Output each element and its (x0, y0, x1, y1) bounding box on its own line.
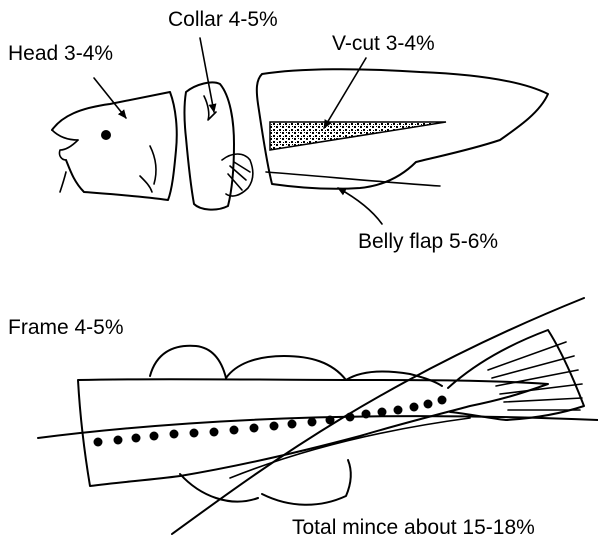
head-pointer (94, 78, 126, 118)
collar-label: Collar 4-5% (168, 8, 278, 31)
v-cut-label: V-cut 3-4% (332, 32, 435, 55)
collar-pointer (200, 38, 214, 112)
head-piece (52, 92, 177, 200)
frame-label: Frame 4-5% (8, 316, 124, 339)
collar-piece (185, 82, 253, 209)
v-cut-region (270, 122, 446, 150)
head-label: Head 3-4% (8, 42, 113, 65)
mince-dot-line (94, 396, 447, 447)
eye-icon (101, 130, 111, 140)
total-mince-label: Total mince about 15-18% (292, 516, 535, 539)
belly-flap-pointer (338, 188, 382, 224)
belly-flap-label: Belly flap 5-6% (358, 230, 498, 253)
